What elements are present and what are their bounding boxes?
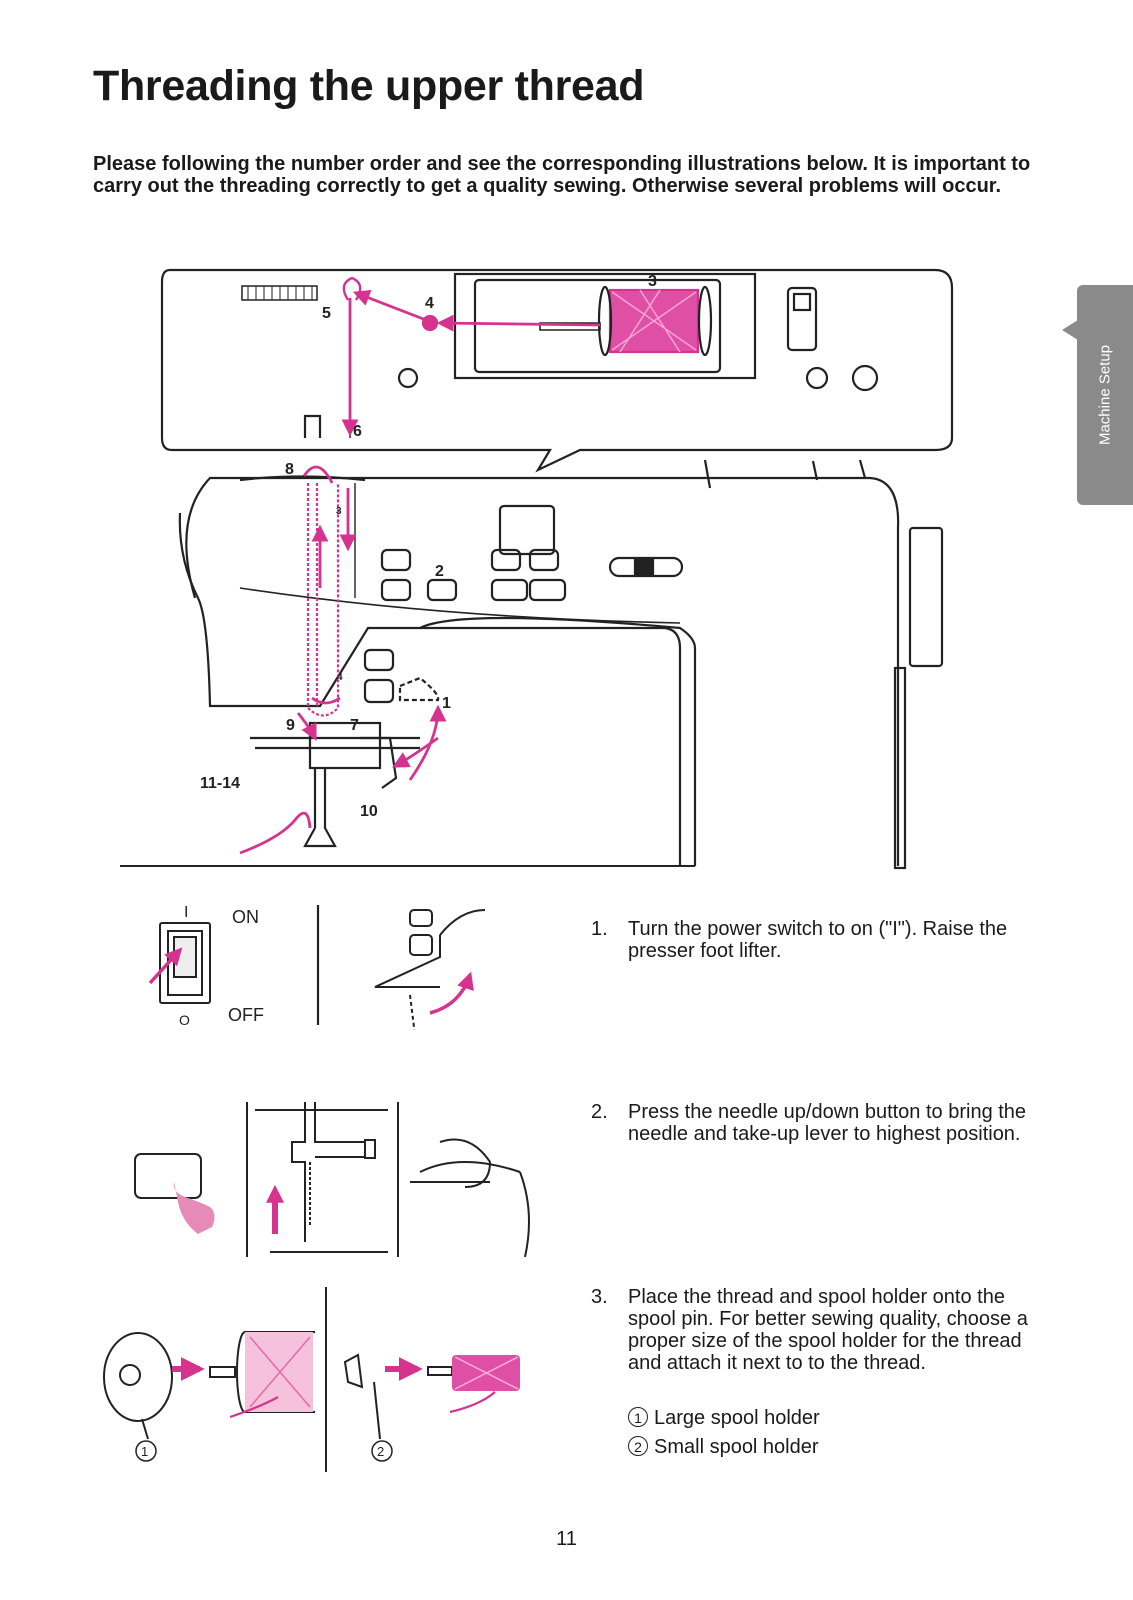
callout-7: 7 (350, 717, 359, 734)
step-description: Place the thread and spool holder onto t… (628, 1286, 1028, 1374)
cover-slot (786, 286, 818, 352)
off-mark: O (179, 1012, 190, 1028)
side-panel (908, 526, 944, 668)
panel-button (380, 548, 412, 572)
callout-6: 6 (353, 423, 362, 440)
item-large-spool-holder: 1 Large spool holder (628, 1407, 820, 1429)
step-number: 1. (591, 918, 608, 940)
threading-diagram: 5 4 3 6 8 2 1 9 7 10 11-14 3 4 (120, 268, 954, 870)
step-1-text: 1. Turn the power switch to on ("I"). Ra… (591, 918, 1041, 962)
step3-illustration: 1 2 (103, 1287, 520, 1472)
step-3-text: 3. Place the thread and spool holder ont… (591, 1286, 1041, 1374)
small-spool-holder (343, 1353, 364, 1389)
step-2-text: 2. Press the needle up/down button to br… (591, 1101, 1041, 1145)
machine-top-cover (160, 268, 954, 473)
step1-illustration: I O ON OFF (148, 905, 486, 1030)
step-description: Press the needle up/down button to bring… (628, 1101, 1027, 1145)
intro-paragraph: Please following the number order and se… (93, 153, 1031, 197)
speed-slider (608, 556, 684, 578)
page-number: 11 (556, 1528, 577, 1550)
callout-9: 9 (286, 717, 295, 734)
marker-2: 2 (377, 1444, 384, 1459)
step-description: Turn the power switch to on ("I"). Raise… (628, 918, 1008, 962)
callout-4: 4 (425, 295, 434, 312)
page-title: Threading the upper thread (93, 62, 645, 110)
inner-callout-3: 3 (336, 506, 342, 517)
item-small-spool-holder: 2 Small spool holder (628, 1436, 819, 1458)
item-label: Small spool holder (654, 1436, 819, 1458)
on-label: ON (232, 907, 259, 927)
callout-11-14: 11-14 (200, 775, 240, 792)
thread-stand-well (453, 272, 757, 380)
item-marker: 2 (628, 1436, 648, 1456)
step-number: 3. (591, 1286, 608, 1308)
side-tab-notch (1062, 320, 1078, 340)
lcd-screen (498, 504, 556, 556)
tension-guide-4 (421, 314, 439, 332)
step-number: 2. (591, 1101, 608, 1123)
callout-2: 2 (435, 563, 444, 580)
off-label: OFF (228, 1005, 264, 1025)
callout-3: 3 (648, 273, 657, 290)
hand-wheel (893, 666, 907, 870)
callout-10: 10 (360, 803, 378, 820)
marker-1: 1 (141, 1444, 148, 1459)
item-label: Large spool holder (654, 1407, 820, 1429)
item-marker: 1 (628, 1407, 648, 1427)
side-tab-label: Machine Setup (1096, 344, 1114, 446)
needle-up-down-button (134, 1153, 202, 1199)
callout-1: 1 (442, 695, 451, 712)
inner-callout-4: 4 (337, 672, 343, 683)
large-spool-holder (103, 1332, 173, 1422)
power-switch (159, 922, 211, 1004)
machine-body (185, 476, 900, 866)
step2-illustration (134, 1102, 530, 1257)
section-side-tab[interactable]: Machine Setup (1077, 285, 1133, 505)
on-mark: I (184, 905, 188, 921)
callout-5: 5 (322, 305, 331, 322)
presser-foot-lifter (398, 676, 440, 702)
callout-8: 8 (285, 461, 294, 478)
bobbin-winder-spindle (805, 366, 829, 390)
